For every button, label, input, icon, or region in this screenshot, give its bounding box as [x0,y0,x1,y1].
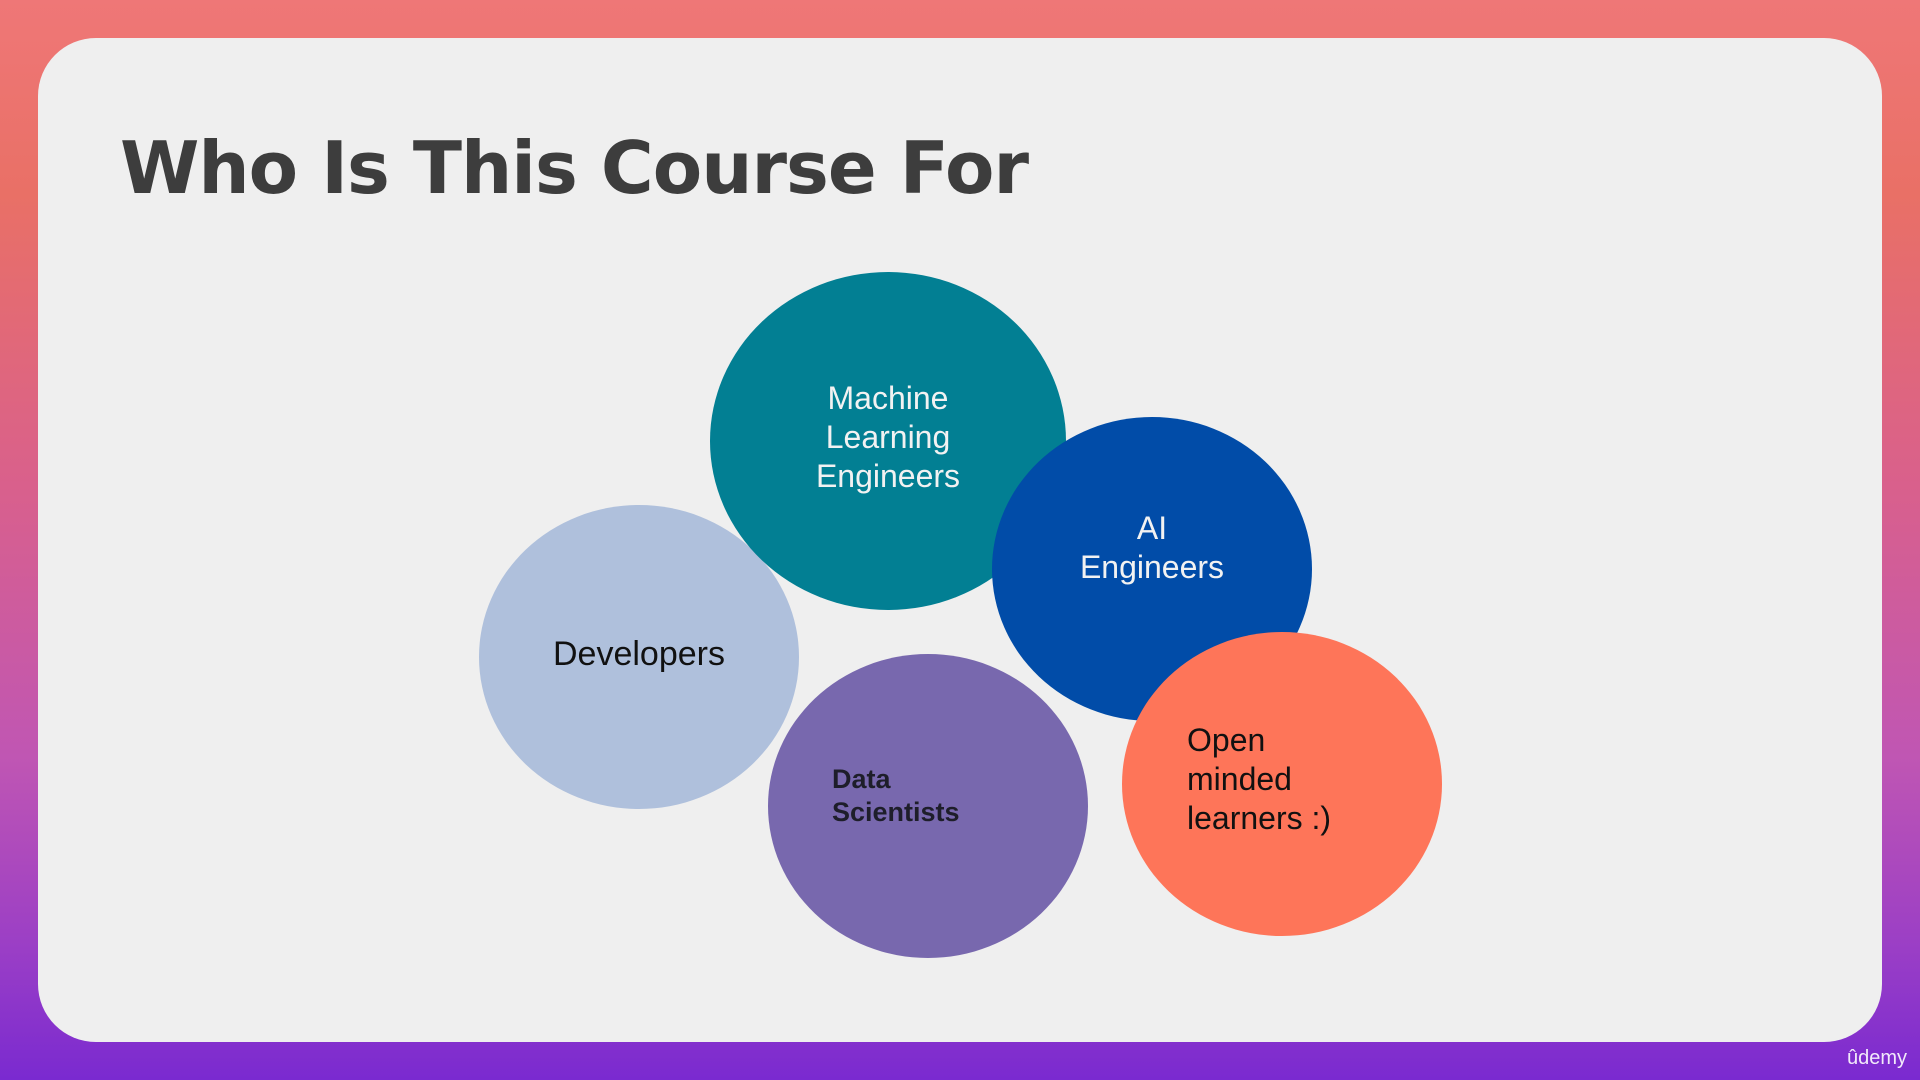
ml-engineers-label-line: Machine [827,380,949,416]
udemy-watermark: ûdemy [1846,1047,1907,1069]
ai-engineers-label: AI Engineers [992,509,1312,587]
slide-title: Who Is This Course For [120,126,1029,210]
ai-engineers-label-line: AI [1136,510,1168,546]
ai-engineers-label-line: Engineers [1079,549,1225,586]
open-minded-learners-label: Open minded learners :) [1187,721,1331,838]
data-scientists-label-line: Data [832,764,891,794]
open-minded-learners-label-line: learners :) [1187,800,1332,837]
developers-label-line: Developers [553,635,725,673]
open-minded-learners-bubble [1122,632,1442,936]
developers-bubble [479,505,799,809]
data-scientists-label: Data Scientists [832,763,960,829]
ml-engineers-label-line: Engineers [815,458,961,495]
ml-engineers-label-line: Learning [825,419,951,456]
slide-card: Who Is This Course For Developers Machin… [38,38,1882,1042]
open-minded-learners-label-line: minded [1187,761,1292,798]
data-scientists-bubble [768,654,1088,958]
ml-engineers-label: Machine Learning Engineers [710,379,1066,496]
data-scientists-label-line: Scientists [832,796,960,827]
developers-label: Developers [479,634,799,675]
open-minded-learners-label-line: Open [1187,722,1266,758]
